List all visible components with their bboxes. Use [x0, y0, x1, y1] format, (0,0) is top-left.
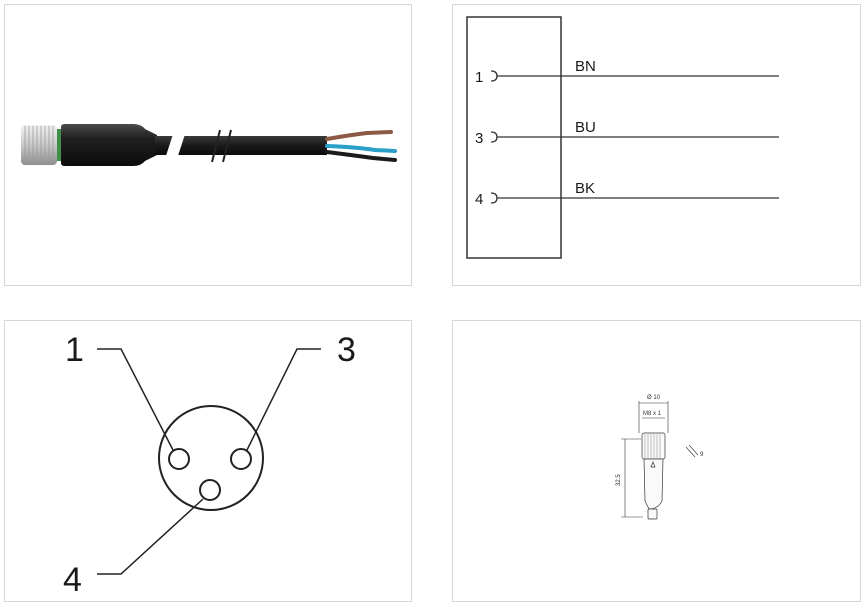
- pin-3-leader-line: [246, 348, 321, 451]
- coupling-nut: [21, 125, 57, 165]
- conductor-wires: [325, 130, 397, 162]
- pin-layout-diagram: 1 3 4: [63, 331, 356, 599]
- pin-1-leader-line: [97, 348, 174, 451]
- diameter-label: Ø 10: [647, 395, 661, 401]
- wiring-diagram-panel: 1 BN 3 BU 4 BK: [452, 4, 861, 286]
- pin-label-4: 4: [63, 561, 82, 599]
- length-label: 32.5: [616, 474, 622, 486]
- pin-label-3: 3: [337, 331, 356, 369]
- dimension-drawing: Ø 10 M8 x 1 32.5 9: [616, 395, 704, 520]
- wire-row-3: 3 BU: [475, 119, 779, 147]
- socket-contact-icon: [490, 192, 498, 204]
- cable-jacket: [155, 136, 327, 155]
- wire-row-1: 1 BN: [475, 58, 779, 86]
- wrench-size-marker: [685, 444, 699, 458]
- pin-label-1: 1: [65, 331, 84, 369]
- wire-row-4: 4 BK: [475, 180, 779, 208]
- socket-contact-icon: [490, 131, 498, 143]
- pin-4-contact: [199, 479, 221, 501]
- connector-body: [61, 124, 157, 166]
- pin-4-leader-line: [97, 498, 204, 575]
- cable-break-mark: [164, 129, 232, 163]
- connector-side-view: [641, 432, 666, 520]
- pin-1-contact: [168, 448, 190, 470]
- pin-3-contact: [230, 448, 252, 470]
- pin-layout-panel: 1 3 4: [4, 320, 412, 602]
- socket-contact-icon: [490, 70, 498, 82]
- pin-number-1: 1: [475, 69, 483, 86]
- connector-face-outline: [158, 405, 264, 511]
- wire-color-label: BN: [575, 58, 596, 75]
- pin-number-3: 3: [475, 130, 483, 147]
- wiring-diagram: 1 BN 3 BU 4 BK: [466, 16, 779, 259]
- wrench-size-label: 9: [700, 452, 704, 458]
- wire-color-label: BU: [575, 119, 596, 136]
- thread-label: M8 x 1: [643, 411, 662, 417]
- dimension-drawing-panel: Ø 10 M8 x 1 32.5 9: [452, 320, 861, 602]
- cable-photo-panel: [4, 4, 412, 286]
- wire-color-label: BK: [575, 180, 595, 197]
- seal-ring: [57, 129, 61, 161]
- pin-number-4: 4: [475, 191, 483, 208]
- cable-illustration: [21, 124, 397, 166]
